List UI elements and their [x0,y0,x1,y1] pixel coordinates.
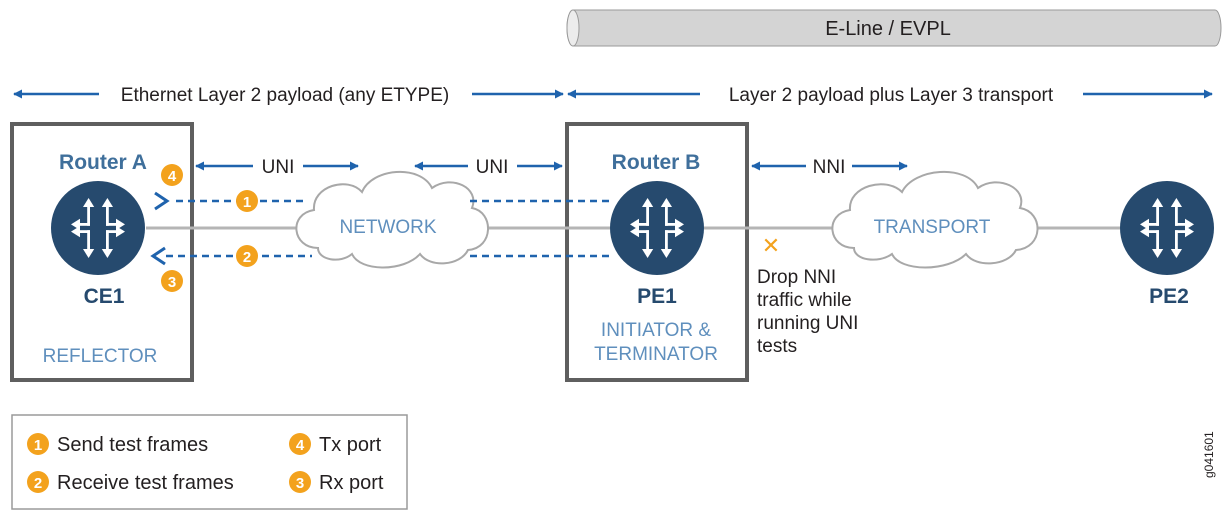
uni-left-arrow: UNI [195,157,359,178]
marker-1: 1 [236,190,258,212]
service-bar: E-Line / EVPL [566,9,1222,47]
network-cloud: NETWORK [295,170,489,269]
ce1-name: CE1 [84,285,125,308]
ce1-router-icon [51,181,145,275]
pe2-router-icon [1120,181,1214,275]
ce1-role: REFLECTOR [43,346,158,367]
svg-text:2: 2 [243,249,251,266]
svg-text:Receive test frames: Receive test frames [57,472,234,494]
svg-text:Tx port: Tx port [319,434,382,456]
svg-text:2: 2 [34,475,42,492]
svg-text:Send test frames: Send test frames [57,434,208,456]
drop-note-line: traffic while [757,290,852,311]
nni-label: NNI [813,157,846,178]
marker-2: 2 [236,245,258,267]
transport-cloud: TRANSPORT [831,170,1039,269]
network-label: NETWORK [339,217,436,238]
legend-item: 3 Rx port [289,471,384,494]
svg-text:3: 3 [168,274,176,291]
service-bar-label: E-Line / EVPL [825,18,951,40]
nni-arrow: NNI [751,157,908,178]
drop-note: Drop NNI traffic while running UNI tests [757,267,858,357]
figure-id: g041601 [1202,431,1216,478]
marker-3: 3 [161,270,183,292]
ce1-title: Router A [59,151,147,174]
scope-right: Layer 2 payload plus Layer 3 transport [567,85,1213,106]
uni-left-label: UNI [262,157,295,178]
svg-text:3: 3 [296,475,304,492]
scope-left-label: Ethernet Layer 2 payload (any ETYPE) [121,85,449,106]
svg-text:Rx port: Rx port [319,472,384,494]
transport-label: TRANSPORT [874,217,991,238]
drop-note-line: running UNI [757,313,858,334]
marker-4: 4 [161,164,183,186]
pe1-router-icon [610,181,704,275]
legend-item: 1 Send test frames [27,433,208,456]
pe1-role-line2: TERMINATOR [594,344,718,365]
ce1-box [10,122,194,382]
uni-right-label: UNI [476,157,509,178]
uni-right-arrow: UNI [414,157,563,178]
drop-x-icon: ✕ [762,233,780,258]
svg-text:1: 1 [34,437,42,454]
svg-text:1: 1 [243,194,251,211]
drop-note-line: tests [757,336,797,357]
pe1-role-line1: INITIATOR & [601,320,711,341]
pe2-name: PE2 [1149,285,1189,308]
legend-item: 2 Receive test frames [27,471,234,494]
scope-left: Ethernet Layer 2 payload (any ETYPE) [13,85,564,106]
scope-right-label: Layer 2 payload plus Layer 3 transport [729,85,1054,106]
svg-text:4: 4 [168,168,177,185]
pe1-name: PE1 [637,285,677,308]
legend: 1 Send test frames 2 Receive test frames… [11,414,408,510]
drop-note-line: Drop NNI [757,267,836,288]
pe1-title: Router B [612,151,701,174]
pe1-box [565,122,749,382]
legend-item: 4 Tx port [289,433,382,456]
svg-text:4: 4 [296,437,305,454]
